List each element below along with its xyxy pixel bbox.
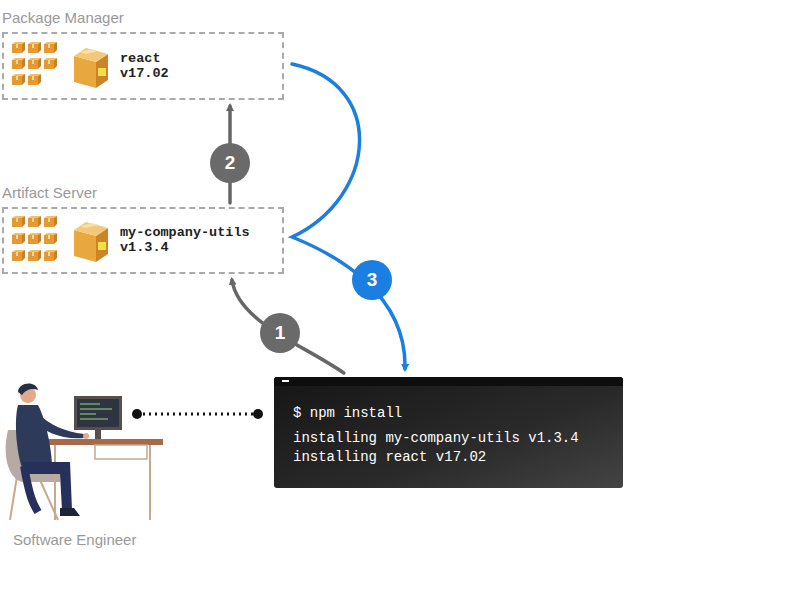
callout-circle: 1 (260, 313, 300, 353)
dotted-link (132, 409, 263, 419)
callout-circle: 3 (352, 260, 392, 300)
terminal-window: $ npm install installing my-company-utils… (274, 377, 623, 488)
package-name: my-company-utils v1.3.4 (120, 225, 260, 255)
terminal-output: installing my-company-utils v1.3.4 (293, 429, 579, 447)
figure-caption: Software Engineer (13, 531, 136, 548)
callout-number: 2 (225, 152, 236, 174)
engineer-illustration (6, 383, 163, 520)
window-control (282, 380, 289, 382)
terminal-output: installing react v17.02 (293, 448, 486, 466)
server-box: Artifact Servermy-company-utils v1.3.4 (2, 207, 284, 274)
callout-number: 1 (275, 322, 286, 344)
package-name: react v17.02 (120, 51, 182, 81)
title-bar (274, 377, 623, 386)
callout-number: 3 (367, 269, 378, 291)
server-box: Package Managerreact v17.02 (2, 32, 284, 100)
package-icons (12, 42, 108, 88)
terminal-command: $ npm install (293, 404, 402, 422)
group-heading: Artifact Server (2, 184, 97, 201)
package-icons (12, 216, 108, 262)
group-heading: Package Manager (2, 9, 124, 26)
connector-arrow (292, 64, 405, 369)
callout-circle: 2 (210, 143, 250, 183)
connector-arrow (232, 280, 344, 373)
